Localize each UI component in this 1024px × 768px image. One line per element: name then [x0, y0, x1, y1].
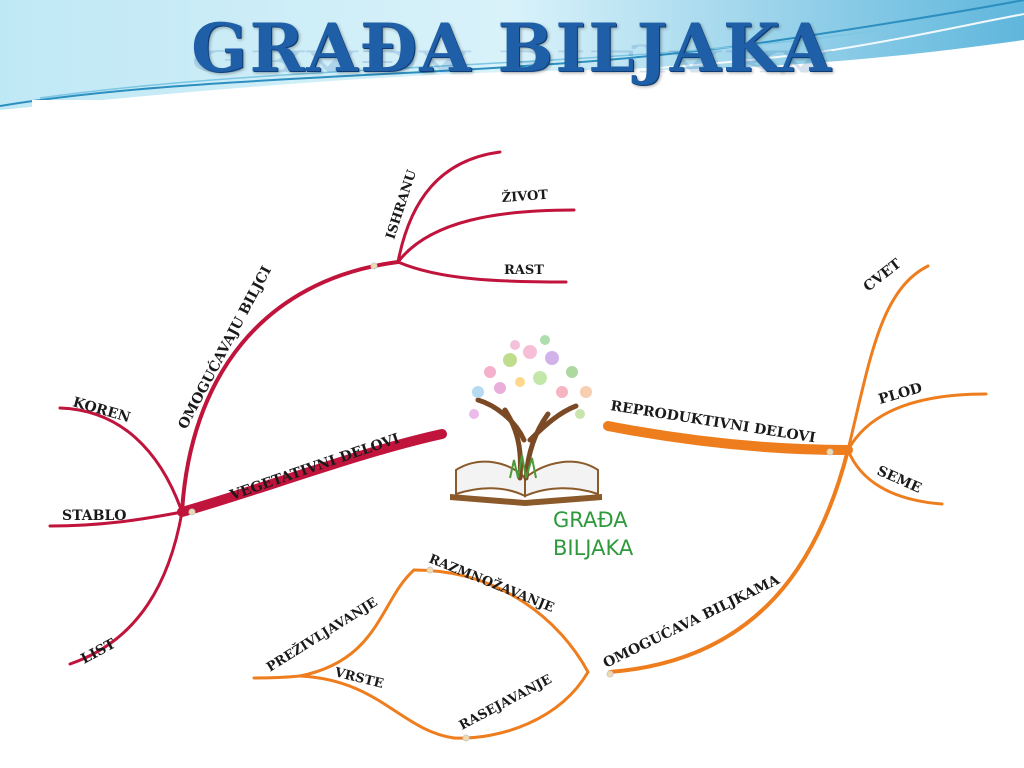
label-ishranu: ISHRANU [384, 168, 421, 242]
label-prezivljavanje: PREŽIVLJAVANJE [264, 594, 381, 675]
center-label: GRAĐA BILJAKA [553, 506, 633, 562]
slide-title: GRAĐA BILJAKA [191, 9, 833, 87]
label-omogucavaju-biljci: OMOGUĆAVAJU BILJCI [174, 263, 275, 432]
book-cover [450, 494, 602, 506]
branch-rast [396, 260, 568, 284]
branch-omogucavaju [180, 260, 400, 514]
label-rast: RAST [504, 263, 544, 278]
branch-prezivljavanje-up [298, 568, 416, 678]
wave-line-3 [39, 29, 881, 99]
branch-reproduktivni [603, 421, 853, 455]
grass [509, 454, 537, 479]
label-omogucava-biljkama: OMOGUĆAVA BILJKAMA [600, 570, 783, 672]
label-razmnozavanje: RAZMNOŽAVANJE [427, 551, 557, 616]
label-koren: KOREN [71, 394, 132, 426]
title-container: GRAĐA BILJAKA [0, 10, 1024, 86]
branch-stablo [48, 510, 184, 528]
wave-line-2 [0, 13, 1024, 113]
label-vegetativni-delovi: VEGETATIVNI DELOVI [227, 431, 401, 504]
branch-omogucava [608, 448, 850, 674]
branch-prezivljavanje-down [298, 674, 456, 740]
node-dot [606, 670, 614, 678]
label-vrste: VRSTE [332, 665, 385, 692]
branch-zivot [396, 208, 576, 264]
right-branch [252, 264, 988, 740]
branch-vegetativni [177, 429, 447, 517]
label-plod: PLOD [877, 380, 924, 408]
node-dot [370, 262, 378, 270]
center-label-line2: BILJAKA [553, 536, 634, 560]
book-page-right [524, 460, 599, 498]
node-dot [426, 566, 434, 574]
branch-plod [846, 392, 988, 452]
left-branch [48, 150, 576, 666]
branch-koren [58, 406, 184, 514]
wave-top [0, 0, 1024, 110]
label-zivot: ŽIVOT [501, 187, 549, 206]
label-stablo: STABLO [62, 508, 127, 524]
tree-trunk [475, 397, 579, 481]
label-list: LIST [78, 636, 119, 668]
node-dot [826, 448, 834, 456]
branch-cvet [846, 264, 930, 452]
tree-on-book-icon [450, 335, 602, 506]
node-dot [188, 508, 196, 516]
label-rasejavanje: RASEJAVANJE [457, 672, 555, 733]
branch-list [68, 510, 184, 666]
branch-rasejavanje [452, 670, 590, 740]
node-dot [462, 734, 470, 742]
wave-line-1 [0, 0, 1024, 107]
branch-ishranu [396, 150, 502, 264]
branch-razmnozavanje [412, 568, 590, 674]
branch-seme [846, 448, 944, 506]
tree-foliage [469, 335, 592, 419]
branch-prezivljavanje-tail [252, 674, 302, 680]
center-label-line1: GRAĐA [553, 508, 628, 532]
label-seme: SEME [874, 463, 923, 497]
label-cvet: CVET [861, 256, 905, 295]
